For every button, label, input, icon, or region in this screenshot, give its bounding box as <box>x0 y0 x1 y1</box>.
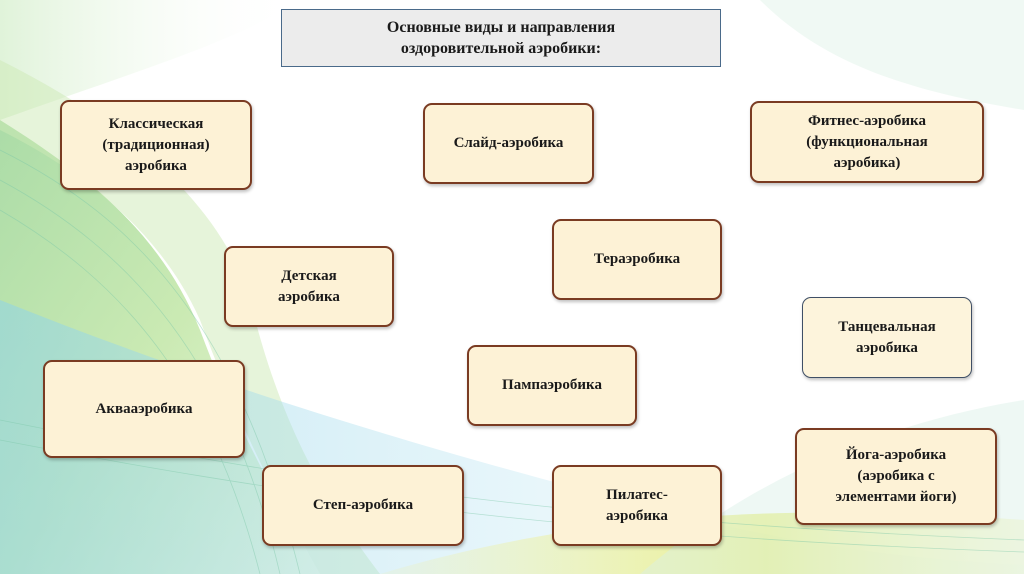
node-slide-aerobics-label: Слайд-аэробика <box>454 133 564 154</box>
node-dance-aerobics: Танцевальная аэробика <box>802 297 972 378</box>
node-classic-aerobics: Классическая (традиционная) аэробика <box>60 100 252 190</box>
node-pampa-aerobics: Пампаэробика <box>467 345 637 426</box>
node-aqua-aerobics: Аквааэробика <box>43 360 245 458</box>
node-yoga-aerobics-label: Йога-аэробика (аэробика с элементами йог… <box>835 445 956 508</box>
node-step-aerobics: Степ-аэробика <box>262 465 464 546</box>
node-fitness-aerobics: Фитнес-аэробика (функциональная аэробика… <box>750 101 984 183</box>
node-pilates-aerobics-label: Пилатес- аэробика <box>606 485 668 527</box>
diagram-title-text: Основные виды и направления оздоровитель… <box>387 17 615 59</box>
node-pilates-aerobics: Пилатес- аэробика <box>552 465 722 546</box>
node-kids-aerobics-label: Детская аэробика <box>278 266 340 308</box>
node-yoga-aerobics: Йога-аэробика (аэробика с элементами йог… <box>795 428 997 525</box>
node-fitness-aerobics-label: Фитнес-аэробика (функциональная аэробика… <box>806 111 927 174</box>
node-kids-aerobics: Детская аэробика <box>224 246 394 327</box>
node-pampa-aerobics-label: Пампаэробика <box>502 375 602 396</box>
node-tera-aerobics-label: Тераэробика <box>594 249 680 270</box>
node-tera-aerobics: Тераэробика <box>552 219 722 300</box>
node-aqua-aerobics-label: Аквааэробика <box>96 399 193 420</box>
diagram-title: Основные виды и направления оздоровитель… <box>281 9 721 67</box>
node-slide-aerobics: Слайд-аэробика <box>423 103 594 184</box>
node-dance-aerobics-label: Танцевальная аэробика <box>838 317 935 359</box>
node-step-aerobics-label: Степ-аэробика <box>313 495 413 516</box>
node-classic-aerobics-label: Классическая (традиционная) аэробика <box>102 114 209 177</box>
